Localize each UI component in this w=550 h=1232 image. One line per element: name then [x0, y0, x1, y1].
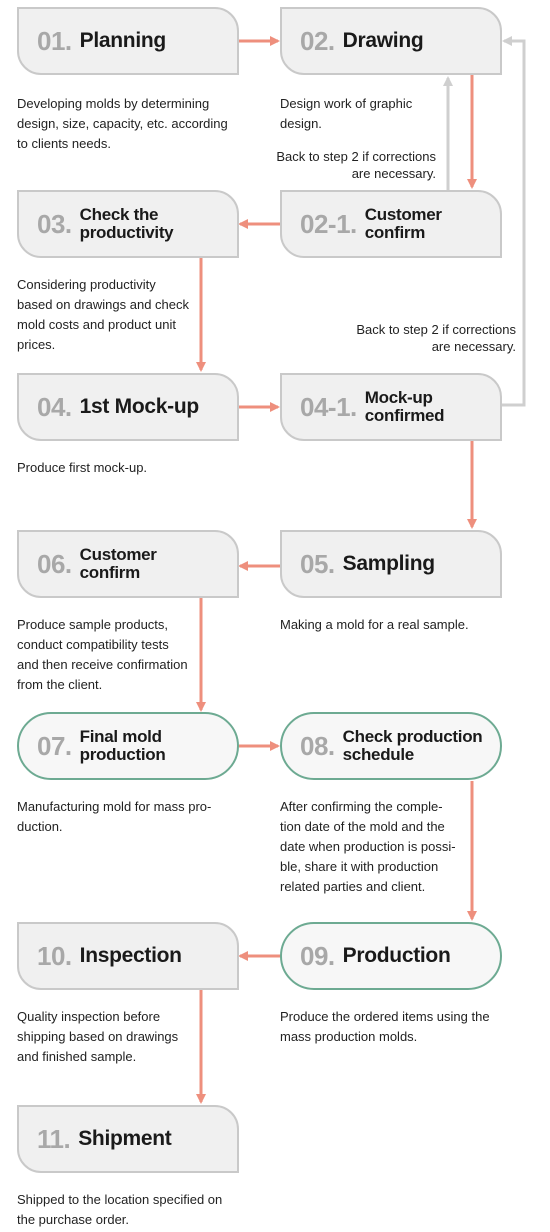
step-title: Planning	[79, 29, 167, 52]
step-09-production: 09. Production	[280, 922, 502, 990]
step-number: 10.	[37, 940, 72, 971]
return-arrow-041-02	[501, 36, 526, 407]
step-03-check-productivity: 03. Check the productivity	[17, 190, 239, 258]
step-number: 05.	[300, 548, 335, 579]
step-09-description: Produce the ordered items using the mass…	[280, 1009, 490, 1044]
step-title: Shipment	[78, 1127, 172, 1150]
step-number: 11.	[37, 1123, 71, 1154]
step-title: Check production schedule	[342, 727, 483, 764]
step-number: 02.	[300, 25, 335, 56]
step-02-1-customer-confirm: 02-1. Customer confirm	[280, 190, 502, 258]
step-title: Sampling	[342, 552, 435, 575]
step-title: Customer confirm	[364, 205, 442, 242]
return-note-2: Back to step 2 if corrections are necess…	[356, 322, 516, 354]
step-04-1st-mock-up: 04. 1st Mock-up	[17, 373, 239, 441]
step-number: 08.	[300, 730, 335, 761]
step-number: 02-1.	[300, 208, 357, 239]
step-number: 06.	[37, 548, 72, 579]
step-title: Inspection	[79, 944, 182, 967]
step-01-planning: 01. Planning	[17, 7, 239, 75]
step-02-drawing: 02. Drawing	[280, 7, 502, 75]
step-number: 07.	[37, 730, 72, 761]
step-number: 09.	[300, 940, 335, 971]
step-04-1-mock-up-confirmed: 04-1. Mock-up confirmed	[280, 373, 502, 441]
step-11-shipment: 11. Shipment	[17, 1105, 239, 1173]
step-03-description: Considering productivity based on drawin…	[17, 277, 190, 352]
step-title: Final mold production	[79, 727, 166, 764]
step-05-sampling: 05. Sampling	[280, 530, 502, 598]
step-04-description: Produce first mock-up.	[17, 460, 148, 475]
step-number: 04-1.	[300, 391, 357, 422]
step-number: 01.	[37, 25, 72, 56]
step-11-description: Shipped to the location specified on the…	[17, 1192, 223, 1227]
step-number: 04.	[37, 391, 72, 422]
step-title: Mock-up confirmed	[364, 388, 445, 425]
step-08-check-production-schedule: 08. Check production schedule	[280, 712, 502, 780]
step-title: 1st Mock-up	[79, 395, 200, 418]
step-title: Check the productivity	[79, 205, 174, 242]
step-07-final-mold-production: 07. Final mold production	[17, 712, 239, 780]
step-10-inspection: 10. Inspection	[17, 922, 239, 990]
step-02-description: Design work of graphic design.	[280, 96, 413, 131]
return-note-1: Back to step 2 if corrections are necess…	[276, 149, 436, 181]
step-06-description: Produce sample products, conduct compati…	[17, 617, 188, 692]
step-08-description: After confirming the comple- tion date o…	[280, 799, 456, 894]
step-01-description: Developing molds by determining design, …	[17, 96, 228, 151]
step-title: Customer confirm	[79, 545, 157, 582]
step-06-customer-confirm: 06. Customer confirm	[17, 530, 239, 598]
step-number: 03.	[37, 208, 72, 239]
step-title: Production	[342, 944, 451, 967]
step-10-description: Quality inspection before shipping based…	[17, 1009, 179, 1064]
step-07-description: Manufacturing mold for mass pro- duction…	[17, 799, 212, 834]
step-title: Drawing	[342, 29, 424, 52]
step-05-description: Making a mold for a real sample.	[280, 617, 469, 632]
